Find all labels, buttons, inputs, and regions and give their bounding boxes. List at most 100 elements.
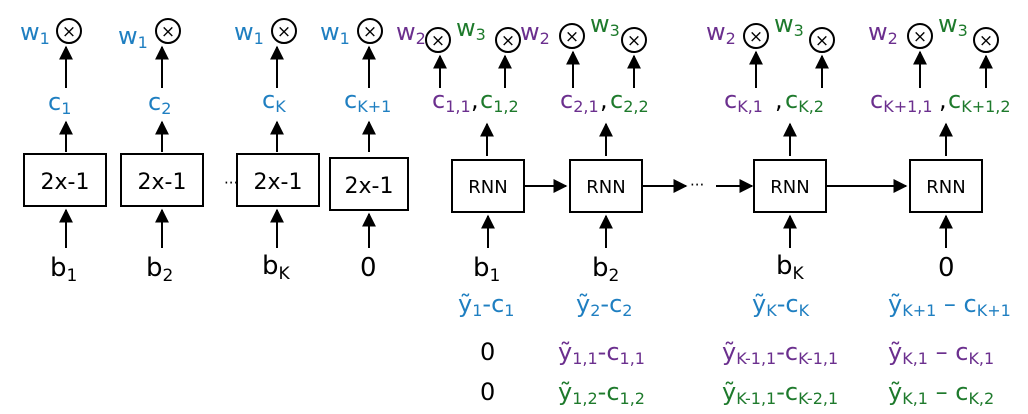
target-row-2: ỹK,1 – cK,1 — [888, 338, 994, 368]
multiply-node — [155, 18, 181, 44]
multiply-node-2 — [495, 27, 521, 53]
multiply-node-2 — [809, 27, 835, 53]
transform-box — [120, 153, 204, 207]
input-label: b1 — [473, 253, 500, 286]
multiply-node — [271, 18, 297, 44]
transform-label: 2x-1 — [254, 170, 303, 195]
w2-label: w2 — [396, 18, 426, 48]
comma: , — [471, 86, 479, 114]
right-section: w2 × w3 × c1,1 , c1,2 RNN b1 ỹ1-c1 0 0 w… — [396, 10, 1011, 408]
comma: , — [775, 86, 783, 114]
input-label: b1 — [50, 253, 77, 286]
rnn-box — [569, 159, 643, 213]
comma: , — [600, 86, 608, 114]
target-row-1: ỹ1-c1 — [458, 290, 514, 320]
output-1-label: cK,1 — [724, 86, 763, 116]
target-row-1: ỹK-cK — [752, 290, 810, 320]
output-2-label: c2,2 — [610, 86, 649, 116]
target-row-3: ỹK-1,1-cK-2,1 — [722, 378, 838, 408]
multiply-node-1 — [907, 23, 933, 49]
w3-label: w3 — [938, 10, 968, 40]
rnn-box — [753, 159, 827, 213]
weight-label: w1 — [20, 18, 50, 48]
target-row-3: ỹK,1 – cK,2 — [888, 378, 994, 408]
rnn-label: RNN — [926, 177, 965, 198]
multiply-symbol: × — [277, 22, 291, 42]
weight-label: w1 — [118, 22, 148, 52]
output-2-label: c1,2 — [480, 86, 519, 116]
target-row-2: ỹK-1,1-cK-1,1 — [722, 338, 838, 368]
w2-label: w2 — [868, 18, 898, 48]
target-row-3: 0 — [480, 378, 495, 406]
ellipsis: ··· — [690, 176, 704, 194]
input-label: b2 — [146, 253, 173, 286]
weight-label: w1 — [320, 18, 350, 48]
multiply-node-1 — [743, 23, 769, 49]
rnn-label: RNN — [586, 177, 625, 198]
target-row-1: ỹK+1 – cK+1 — [888, 290, 1011, 320]
multiply-symbol: × — [749, 27, 763, 47]
input-label: b2 — [592, 253, 619, 286]
output-2-label: cK,2 — [785, 86, 824, 116]
output-1-label: c1,1 — [432, 86, 471, 116]
left-column-k-plus-1: × w1 cK+1 2x-1 0 — [320, 18, 409, 283]
rnn-column-k-plus-1: w2 × w3 × cK+1,1 , cK+1,2 RNN 0 ỹK+1 – c… — [868, 10, 1011, 408]
w3-label: w3 — [456, 14, 486, 44]
transform-label: 2x-1 — [138, 170, 187, 195]
left-column-1: × w1 c1 2x-1 b1 — [20, 18, 107, 286]
left-column-k: × w1 cK 2x-1 bK — [234, 18, 320, 284]
w3-label: w3 — [590, 10, 620, 40]
transform-label: 2x-1 — [345, 174, 394, 199]
transform-label: 2x-1 — [41, 170, 90, 195]
target-row-2: 0 — [480, 338, 495, 366]
rnn-column-k: w2 × w3 × cK,1 , cK,2 RNN bK ỹK-cK ỹK-1,… — [706, 10, 838, 408]
rnn-label: RNN — [468, 177, 507, 198]
output-2-label: cK+1,2 — [948, 86, 1011, 116]
multiply-symbol: × — [913, 27, 927, 47]
ellipsis: ··· — [224, 174, 238, 192]
target-row-3: ỹ1,2-c1,2 — [558, 378, 645, 408]
output-label: cK — [262, 86, 286, 116]
multiply-node-2 — [973, 27, 999, 53]
target-row-2: ỹ1,1-c1,1 — [558, 338, 645, 368]
rnn-column-1: w2 × w3 × c1,1 , c1,2 RNN b1 ỹ1-c1 0 0 — [396, 14, 525, 406]
w2-label: w2 — [520, 18, 550, 48]
comma: , — [939, 86, 947, 114]
rnn-box — [909, 159, 983, 213]
transform-box — [23, 153, 107, 207]
output-label: c1 — [48, 88, 71, 118]
input-label: bK — [776, 251, 805, 284]
multiply-symbol: × — [62, 22, 76, 42]
rnn-column-2: w2 × w3 × c2,1 , c2,2 RNN b2 ỹ2-c2 ỹ1,1-… — [520, 10, 649, 408]
multiply-node — [357, 18, 383, 44]
multiply-node — [56, 18, 82, 44]
w2-label: w2 — [706, 18, 736, 48]
rnn-label: RNN — [770, 177, 809, 198]
multiply-symbol: × — [501, 31, 515, 51]
multiply-symbol: × — [431, 31, 445, 51]
rnn-box — [451, 159, 525, 213]
multiply-node-1 — [425, 27, 451, 53]
transform-box — [236, 153, 320, 207]
input-label: 0 — [360, 253, 377, 283]
output-label: c2 — [148, 88, 171, 118]
output-1-label: cK+1,1 — [870, 86, 933, 116]
input-label: bK — [262, 251, 291, 284]
transform-box — [329, 157, 409, 211]
input-label: 0 — [938, 253, 955, 283]
w3-label: w3 — [774, 10, 804, 40]
output-1-label: c2,1 — [560, 86, 599, 116]
weight-label: w1 — [234, 18, 264, 48]
multiply-symbol: × — [565, 27, 579, 47]
multiply-node-1 — [559, 23, 585, 49]
output-label: cK+1 — [344, 86, 391, 116]
multiply-symbol: × — [979, 31, 993, 51]
multiply-symbol: × — [363, 22, 377, 42]
multiply-node-2 — [621, 27, 647, 53]
multiply-symbol: × — [627, 31, 641, 51]
target-row-1: ỹ2-c2 — [576, 290, 632, 320]
left-section: × w1 c1 2x-1 b1 × w1 c2 2x-1 b2 ··· — [20, 18, 409, 286]
multiply-symbol: × — [161, 22, 175, 42]
left-column-2: × w1 c2 2x-1 b2 — [118, 18, 204, 286]
